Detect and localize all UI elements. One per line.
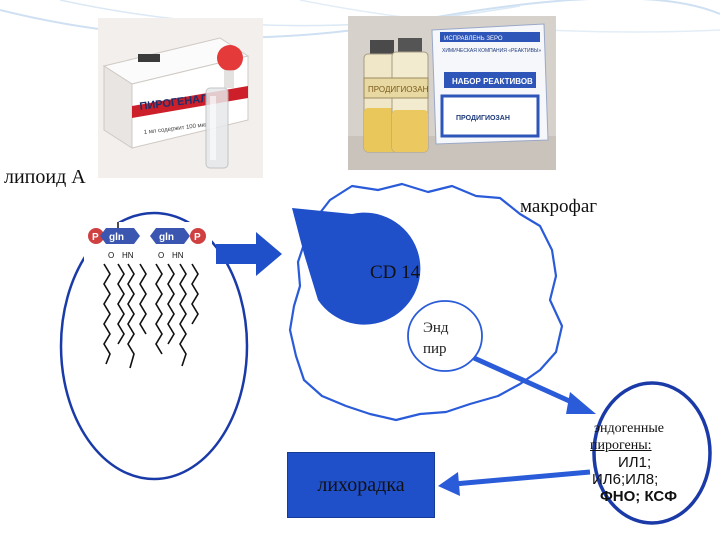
lipoid-a-label: липоид А [4, 166, 86, 188]
phosphate-label-right: P [194, 232, 201, 243]
lipoid-a-molecule: P gln O HN gln P O HN [84, 222, 212, 374]
pyrogenal-photo: ПИРОГЕНАЛ 1 мл содержит 100 мкг [98, 18, 263, 178]
o-label-left: O [108, 251, 114, 260]
box-subheader: ХИМИЧЕСКАЯ КОМПАНИЯ «РЕАКТИВЫ» [442, 48, 541, 54]
endogenous-pyrogens-line3: ИЛ1; [618, 454, 652, 471]
arrow-to-fever [438, 469, 591, 496]
endogenous-pyrogens-line2: пирогены: [590, 438, 652, 453]
endogenous-pyrogens-line4: ИЛ6;ИЛ8; [592, 471, 659, 488]
arrow-to-endogenous-pyrogens [472, 355, 596, 414]
endogenous-pyrogen-short-label: Энд пир [423, 318, 471, 360]
o-label-right: O [158, 251, 164, 260]
prodigiozan-photo: ПРОДИГИОЗАН ИСПРАВЛЕНЬ ЗЕРО ХИМИЧЕСКАЯ К… [348, 16, 556, 170]
hn-label-right: HN [172, 251, 184, 260]
fever-box: лихорадка [287, 452, 435, 518]
endogenous-pyrogens-circle [592, 381, 712, 525]
macrophage-label: макрофаг [520, 196, 598, 217]
cd14-label: CD 14 [370, 262, 421, 283]
macrophage-outline [288, 182, 564, 422]
endogenous-pyrogens-line5: ФНО; КСФ [600, 488, 678, 505]
endogenous-pyrogens-line1: эндогенные [594, 421, 664, 436]
fatty-acid-chains [103, 263, 199, 369]
endogenous-pyrogens-text: эндогенные пирогены: ИЛ1; ИЛ6;ИЛ8; ФНО; … [590, 420, 720, 505]
endogenous-pyrogen-short-line1: Энд [423, 320, 449, 336]
hn-label-left: HN [122, 251, 134, 260]
box-product: ПРОДИГИОЗАН [456, 115, 510, 122]
vial-label: ПРОДИГИОЗАН [368, 85, 429, 94]
box-title: НАБОР РЕАКТИВОВ [452, 77, 533, 86]
gln-label-right: gln [159, 232, 174, 243]
box-header: ИСПРАВЛЕНЬ ЗЕРО [444, 36, 503, 42]
fever-label: лихорадка [317, 473, 405, 496]
phosphate-label-left: P [92, 232, 99, 243]
endogenous-pyrogen-short-line2: пир [423, 341, 447, 357]
gln-label-left: gln [109, 232, 124, 243]
